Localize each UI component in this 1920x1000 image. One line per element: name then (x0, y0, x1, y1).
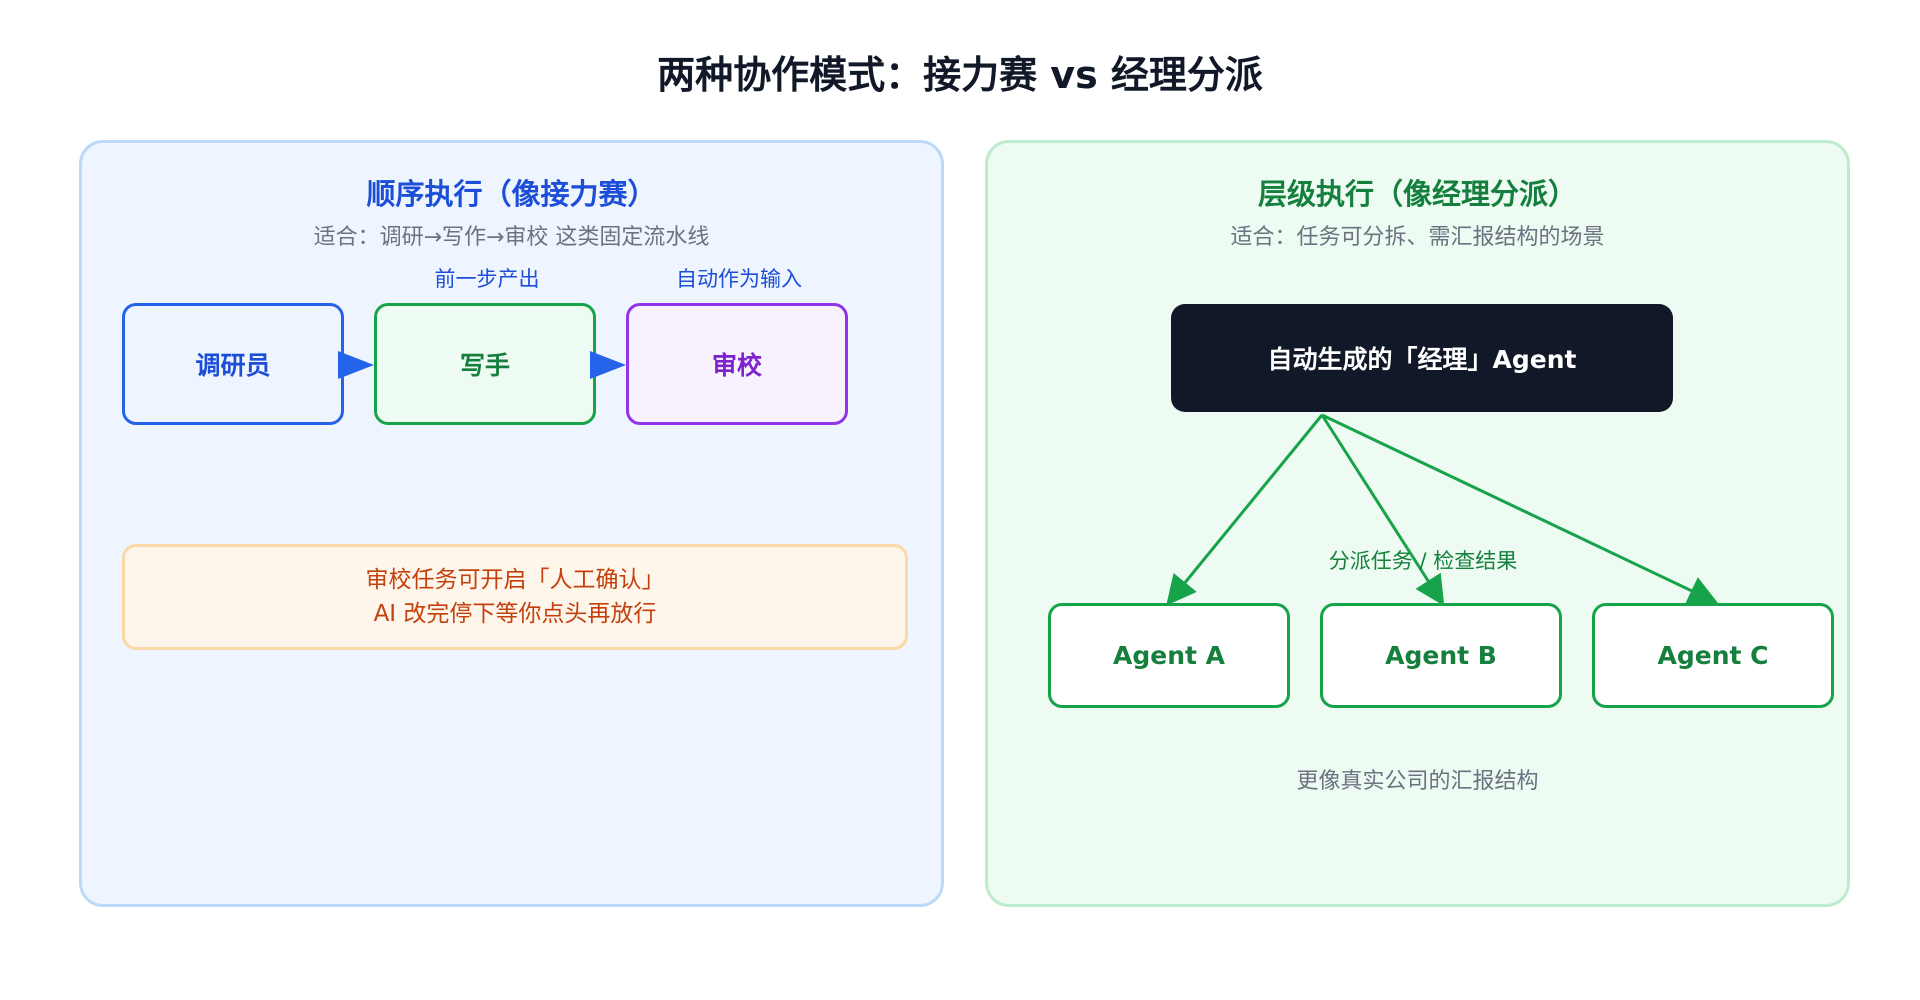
diagram-title: 两种协作模式：接力赛 vs 经理分派 (657, 53, 1263, 97)
edge-manager-to-agent-b (1320, 414, 1445, 607)
sequential-subtitle: 适合：调研→写作→审校 这类固定流水线 (313, 225, 710, 250)
sequential-panel: 顺序执行（像接力赛） 适合：调研→写作→审校 这类固定流水线 前一步产出 自动作… (79, 140, 944, 907)
arrow-writer-to-reviewer (590, 351, 626, 379)
manager-agent-node: 自动生成的「经理」Agent (1171, 304, 1673, 412)
step-label-output: 前一步产出 (434, 267, 540, 291)
step-label-input: 自动作为输入 (676, 267, 802, 291)
edge-manager-to-agent-c (1321, 413, 1719, 605)
note-line-1: 审校任务可开启「人工确认」 (365, 567, 665, 593)
node-reviewer: 审校 (626, 303, 848, 425)
arrow-researcher-to-writer (338, 351, 374, 379)
node-writer: 写手 (374, 303, 596, 425)
edge-label-dispatch: 分派任务 / 检查结果 (1328, 549, 1518, 573)
hierarchical-subtitle: 适合：任务可分拆、需汇报结构的场景 (1230, 225, 1605, 250)
hierarchical-footer: 更像真实公司的汇报结构 (1296, 769, 1539, 794)
hierarchical-title: 层级执行（像经理分派） (1257, 177, 1577, 211)
sequential-title: 顺序执行（像接力赛） (366, 177, 657, 211)
tree-edges (1166, 413, 1719, 607)
note-line-2: AI 改完停下等你点头再放行 (373, 601, 657, 627)
hierarchical-panel: 层级执行（像经理分派） 适合：任务可分拆、需汇报结构的场景 自动生成的「经理」A… (985, 140, 1850, 907)
edge-manager-to-agent-a (1166, 414, 1324, 606)
human-confirm-note: 审校任务可开启「人工确认」 AI 改完停下等你点头再放行 (122, 544, 908, 650)
node-agent-c: Agent C (1592, 603, 1834, 708)
node-researcher: 调研员 (122, 303, 344, 425)
node-agent-b: Agent B (1320, 603, 1562, 708)
node-agent-a: Agent A (1048, 603, 1290, 708)
